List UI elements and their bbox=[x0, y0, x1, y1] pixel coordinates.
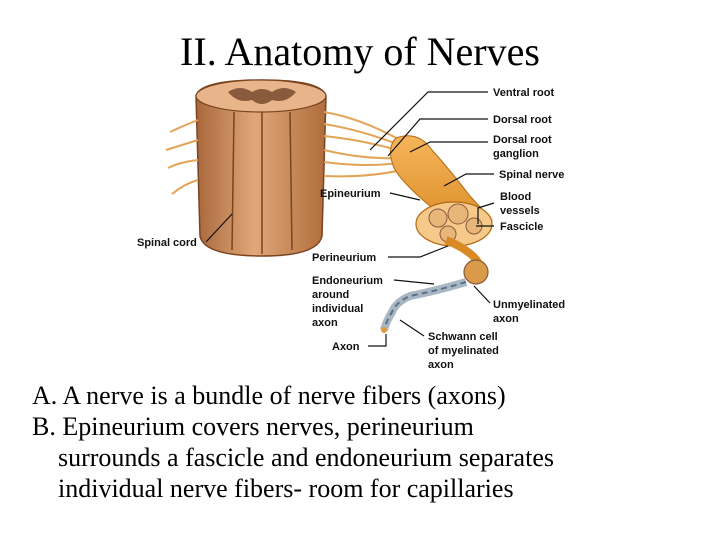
point-b-line2: surrounds a fascicle and endoneurium sep… bbox=[58, 443, 554, 472]
label-fascicle: Fascicle bbox=[500, 221, 543, 233]
axon-strand bbox=[380, 278, 468, 333]
label-ventral-root: Ventral root bbox=[493, 87, 554, 99]
label-blood-vessels-line2: vessels bbox=[500, 205, 540, 217]
point-a-text: A nerve is a bundle of nerve fibers (axo… bbox=[62, 381, 506, 410]
label-axon: Axon bbox=[332, 341, 360, 353]
nerve-anatomy-diagram: Ventral root Dorsal root Dorsal root gan… bbox=[137, 79, 565, 371]
label-schwann-cell-line1: Schwann cell bbox=[428, 331, 498, 343]
point-b: B. Epineurium covers nerves, perineurium… bbox=[32, 411, 702, 504]
label-unmyelinated-axon-line1: Unmyelinated bbox=[493, 299, 565, 311]
label-dorsal-root: Dorsal root bbox=[493, 114, 552, 126]
slide-title: II. Anatomy of Nerves bbox=[180, 29, 540, 74]
bullet-points: A. A nerve is a bundle of nerve fibers (… bbox=[32, 380, 702, 504]
label-spinal-cord: Spinal cord bbox=[137, 237, 197, 249]
spinal-cord-shape bbox=[195, 79, 327, 257]
label-spinal-nerve: Spinal nerve bbox=[499, 169, 564, 181]
label-schwann-cell-line3: axon bbox=[428, 359, 454, 371]
label-endoneurium-line3: individual bbox=[312, 303, 363, 315]
label-unmyelinated-axon-line2: axon bbox=[493, 313, 519, 325]
point-a-prefix: A. bbox=[32, 381, 63, 410]
point-b-prefix: B. bbox=[32, 412, 63, 441]
label-dorsal-root-ganglion-line1: Dorsal root bbox=[493, 134, 552, 146]
leader-lines bbox=[205, 91, 495, 347]
point-b-line3: individual nerve fibers- room for capill… bbox=[58, 474, 514, 503]
label-perineurium: Perineurium bbox=[312, 252, 376, 264]
point-a: A. A nerve is a bundle of nerve fibers (… bbox=[32, 380, 702, 411]
label-blood-vessels-line1: Blood bbox=[500, 191, 531, 203]
label-schwann-cell-line2: of myelinated bbox=[428, 345, 499, 357]
spinal-nerve-shape bbox=[390, 135, 493, 285]
point-b-line1: Epineurium covers nerves, perineurium bbox=[62, 412, 474, 441]
label-endoneurium-line2: around bbox=[312, 289, 349, 301]
label-endoneurium-line4: axon bbox=[312, 317, 338, 329]
nerve-rootlets bbox=[165, 111, 411, 195]
label-dorsal-root-ganglion-line2: ganglion bbox=[493, 148, 539, 160]
label-epineurium: Epineurium bbox=[320, 188, 381, 200]
label-endoneurium-line1: Endoneurium bbox=[312, 275, 383, 287]
